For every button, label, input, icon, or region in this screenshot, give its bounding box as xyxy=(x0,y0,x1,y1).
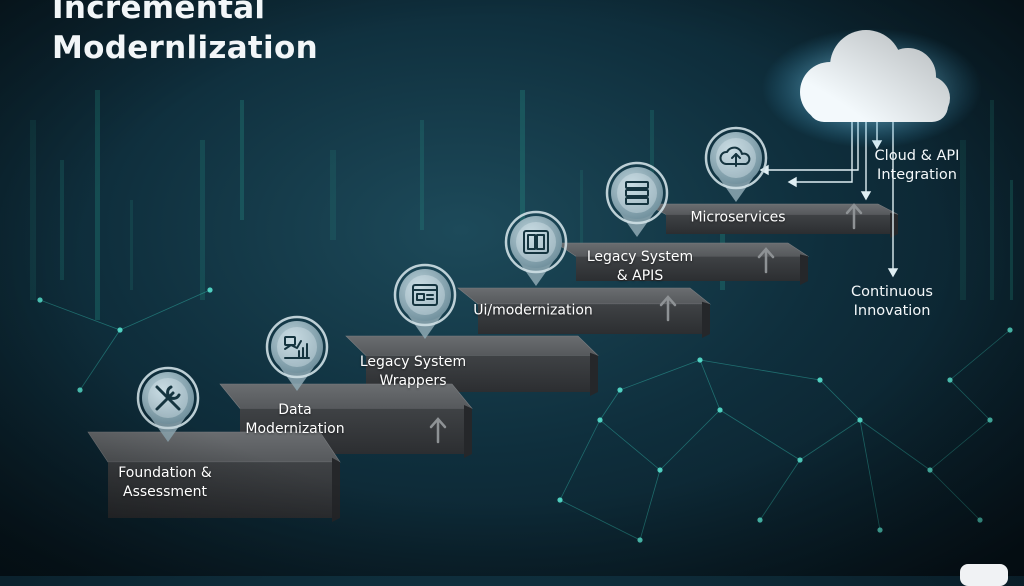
title-line-2: Modernlization xyxy=(52,30,318,66)
label-continuous-innovation: Continuous Innovation xyxy=(851,284,933,319)
label-cloud-api-integration: Cloud & API Integration xyxy=(874,148,960,183)
step-label-legacy-wrappers: Legacy System Wrappers xyxy=(359,354,467,389)
step-label-foundation: Foundation & Assessment xyxy=(118,465,212,500)
title-line-1: Incremental xyxy=(52,0,266,26)
step-label-data-modernization: Data Modernization xyxy=(245,402,345,437)
page-title: Incremental Modernlization xyxy=(52,0,318,68)
step-label-legacy-apis: Legacy System & APIS xyxy=(586,249,694,284)
corner-badge xyxy=(960,564,1008,586)
step-label-microservices: Microservices xyxy=(690,209,786,226)
step-label-ui-modernization: Ui/modernization xyxy=(473,302,593,319)
